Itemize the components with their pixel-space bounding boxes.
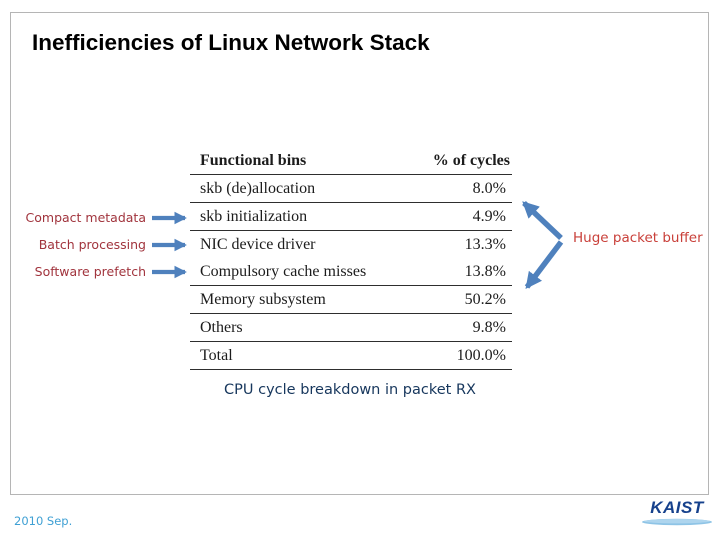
slide-date: 2010 Sep. [14,514,73,528]
row-label: Compulsory cache misses [200,262,367,280]
kaist-logo: KAIST [641,499,713,526]
slide-title: Inefficiencies of Linux Network Stack [32,30,430,55]
annotation-software-prefetch: Software prefetch [34,264,146,279]
annotation-huge-packet-buffer: Huge packet buffer [573,230,703,246]
row-value: 100.0% [456,346,506,364]
column-header-pct-of-cycles: % of cycles [432,152,510,169]
table-row-memory-subsystem: Memory subsystem 50.2% [190,286,512,314]
table-row-nic-device-driver: NIC device driver 13.3% [190,231,512,258]
row-label: Memory subsystem [200,290,326,308]
kaist-wordmark: KAIST [650,498,704,517]
table-row-total: Total 100.0% [190,342,512,370]
row-value: 13.8% [464,262,506,280]
slide-border [10,12,709,495]
table-header-row: Functional bins % of cycles [190,148,512,175]
annotation-compact-metadata: Compact metadata [25,210,146,225]
row-label: skb (de)allocation [200,179,316,197]
row-label: Total [200,346,233,364]
table-row-others: Others 9.8% [190,314,512,342]
kaist-swoosh [642,518,712,526]
table-row-compulsory-cache-misses: Compulsory cache misses 13.8% [190,258,512,286]
row-value: 8.0% [472,179,506,197]
row-label: NIC device driver [200,235,316,253]
row-value: 13.3% [464,235,506,253]
table-caption: CPU cycle breakdown in packet RX [224,382,476,398]
row-label: Others [200,318,243,336]
table-row-skb-initialization: skb initialization 4.9% [190,203,512,231]
row-value: 50.2% [464,290,506,308]
annotation-batch-processing: Batch processing [38,237,146,252]
cpu-cycles-table: Functional bins % of cycles skb (de)allo… [190,148,512,370]
table-row-skb-deallocation: skb (de)allocation 8.0% [190,175,512,203]
row-label: skb initialization [200,207,308,225]
column-header-functional-bins: Functional bins [200,152,307,169]
row-value: 4.9% [472,207,506,225]
row-value: 9.8% [472,318,506,336]
